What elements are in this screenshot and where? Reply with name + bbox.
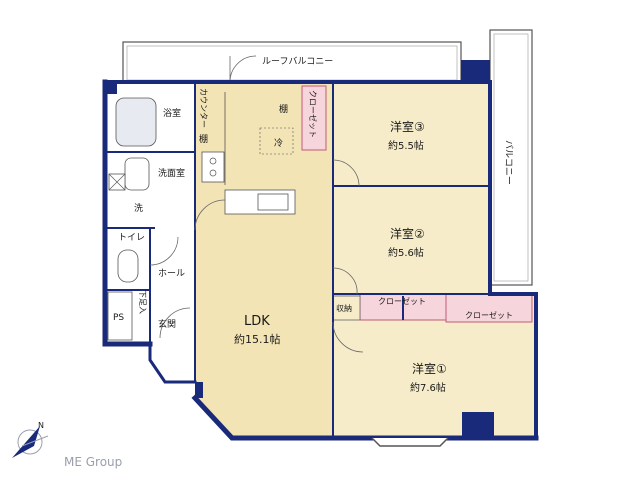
room1-size: 約7.6帖 [410, 381, 446, 394]
ldk-size: 約15.1帖 [234, 332, 281, 346]
washroom-label: 洗面室 [158, 167, 185, 179]
room2-floor [333, 186, 490, 294]
ldk-floor [195, 82, 333, 438]
north-arrow-icon: N [12, 421, 49, 458]
room2-size: 約5.6帖 [388, 246, 424, 259]
hall-label: ホール [158, 268, 185, 279]
toilet-icon [117, 249, 139, 283]
closet-2-label: クローゼット [378, 296, 426, 306]
closet-1 [445, 293, 533, 323]
roof-balcony-label: ルーフバルコニー [262, 56, 333, 67]
sink-icon [257, 193, 289, 211]
closet-3-label: クローゼット [308, 90, 318, 138]
watermark: ME Group [64, 455, 122, 469]
entrance-floor [150, 298, 195, 382]
entrance-label: 玄関 [158, 318, 176, 330]
bathtub-icon [115, 97, 157, 147]
balcony-label: バルコニー [503, 140, 514, 185]
toilet-label: トイレ [118, 233, 145, 243]
ps-label: PS [113, 313, 124, 323]
bath-label: 浴室 [163, 107, 181, 119]
shoe-box-label: 下足入 [138, 290, 147, 314]
room3-name: 洋室③ [390, 119, 425, 134]
shelf-left-label: 棚 [199, 133, 208, 145]
room3-size: 約5.5帖 [388, 139, 424, 152]
room2-name: 洋室② [390, 226, 425, 241]
closet-1-label: クローゼット [465, 310, 513, 320]
closet-3 [301, 85, 327, 151]
washer-label: 洗 [134, 202, 143, 214]
compass-label: N [38, 421, 44, 430]
fridge-label: 冷 [274, 137, 283, 149]
stove-icon [201, 151, 225, 183]
room1-name: 洋室① [412, 361, 447, 376]
counter-label: カウンター [199, 88, 208, 128]
room3-floor [333, 82, 490, 186]
storage-label: 収納 [336, 303, 352, 313]
ldk-name: LDK [244, 314, 270, 329]
balcony-area [489, 29, 533, 286]
shelf-top-label: 棚 [279, 103, 288, 115]
roof-balcony-area [122, 41, 462, 83]
